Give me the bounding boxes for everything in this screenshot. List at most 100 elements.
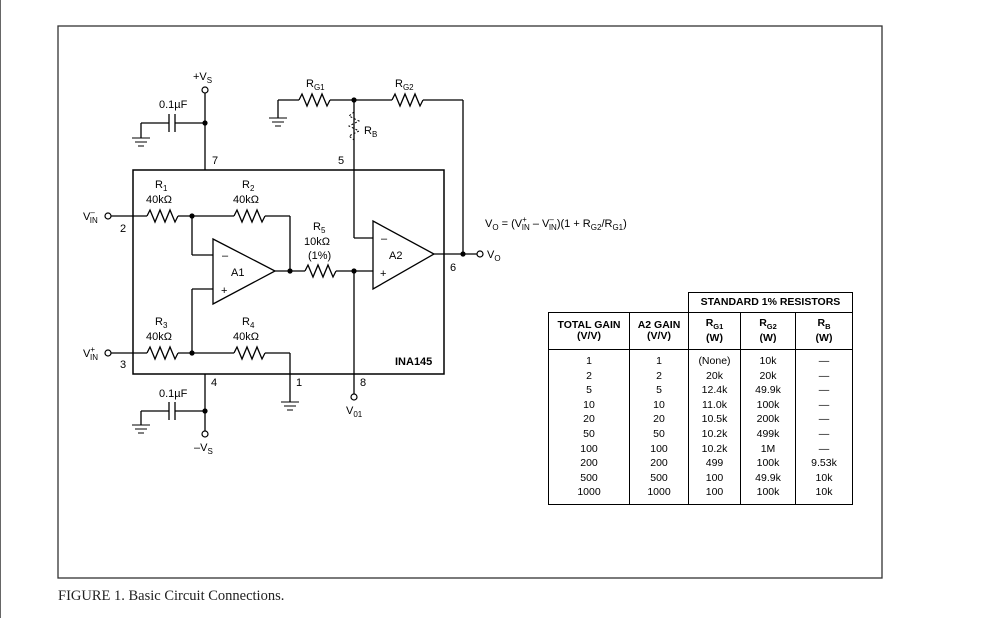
table-cell: 100k [740, 456, 796, 471]
svg-text:–: – [222, 250, 229, 262]
svg-text:VO: VO [487, 249, 501, 263]
opamp-a2: – + A2 [372, 219, 436, 291]
table-cell: 500 [548, 470, 630, 486]
table-cell: — [795, 412, 853, 427]
capacitor-bottom: 0.1µF [132, 388, 205, 434]
svg-text:R5: R5 [313, 221, 326, 235]
svg-text:A1: A1 [231, 267, 244, 279]
table-cell: 10k [740, 349, 796, 369]
ic-part-name: INA145 [395, 356, 432, 368]
table-cell: 1000 [629, 485, 689, 505]
table-cell: 1M [740, 441, 796, 457]
table-cell: 10 [629, 397, 689, 413]
svg-text:3: 3 [120, 359, 126, 371]
svg-text:8: 8 [360, 377, 366, 389]
svg-text:–VS: –VS [194, 442, 213, 456]
svg-text:V01: V01 [346, 405, 363, 419]
col-rb: RB(W) [795, 312, 853, 350]
svg-text:V+IN: V+IN [83, 345, 98, 362]
table-cell: 20k [740, 368, 796, 384]
svg-text:4: 4 [211, 377, 217, 389]
table-cell: — [795, 368, 853, 384]
table-cell: 2 [629, 368, 689, 384]
table-cell: — [795, 426, 853, 442]
svg-text:40kΩ: 40kΩ [146, 331, 172, 343]
opamp-a1: – + A1 [212, 237, 277, 306]
svg-text:1: 1 [296, 377, 302, 389]
svg-text:RG1: RG1 [306, 78, 325, 92]
table-cell: 20k [688, 368, 741, 384]
table-cell: 200 [629, 456, 689, 471]
resistor-r5: R5 10kΩ (1%) [304, 221, 337, 279]
table-cell: 11.0k [688, 397, 741, 413]
table-cell: — [795, 383, 853, 398]
table-group-header: STANDARD 1% RESISTORS [688, 292, 853, 313]
col-total-gain: TOTAL GAIN(V/V) [548, 312, 630, 350]
table-cell: 49.9k [740, 470, 796, 486]
svg-text:R3: R3 [155, 316, 168, 330]
output-vo1: 8 V01 [346, 377, 366, 419]
col-rg1: RG1(W) [688, 312, 741, 350]
table-cell: 10 [548, 397, 630, 413]
table-cell: 50 [548, 426, 630, 442]
output-vo: VO 6 [450, 249, 501, 274]
svg-text:0.1µF: 0.1µF [159, 388, 188, 400]
table-cell: 1 [548, 349, 630, 369]
table-cell: 1000 [548, 485, 630, 505]
pin-7: 7 [212, 155, 218, 167]
table-cell: 50 [629, 426, 689, 442]
table-cell: 10k [795, 470, 853, 486]
table-cell: 100 [688, 485, 741, 505]
resistor-table: STANDARD 1% RESISTORS TOTAL GAIN(V/V) A2… [548, 292, 853, 505]
table-cell: 100k [740, 485, 796, 505]
figure-frame [57, 25, 883, 579]
table-cell: 499k [740, 426, 796, 442]
table-cell: 500 [629, 470, 689, 486]
resistor-r3: R3 40kΩ [146, 316, 179, 361]
resistor-r1: R1 40kΩ [146, 179, 179, 224]
svg-text:RB: RB [364, 125, 377, 139]
supply-negative: –VS 4 [194, 374, 217, 456]
table-cell: 200k [740, 412, 796, 427]
svg-text:+VS: +VS [193, 71, 212, 85]
table-cell: 100 [688, 470, 741, 486]
svg-text:(1%): (1%) [308, 250, 331, 262]
svg-text:A2: A2 [389, 250, 402, 262]
svg-text:R2: R2 [242, 179, 255, 193]
table-cell: 49.9k [740, 383, 796, 398]
svg-text:+: + [221, 285, 227, 297]
svg-text:+: + [380, 268, 386, 280]
table-cell: 100 [548, 441, 630, 457]
table-cell: 100 [629, 441, 689, 457]
svg-text:40kΩ: 40kΩ [233, 331, 259, 343]
table-cell: 10.2k [688, 441, 741, 457]
table-cell: 5 [629, 383, 689, 398]
table-cell: 20 [548, 412, 630, 427]
table-cell: — [795, 441, 853, 457]
col-rg2: RG2(W) [740, 312, 796, 350]
capacitor-top: 0.1µF [132, 99, 205, 147]
table-cell: 12.4k [688, 383, 741, 398]
input-inverting: V–IN 2 [83, 208, 147, 235]
svg-text:R4: R4 [242, 316, 255, 330]
table-cell: 9.53k [795, 456, 853, 471]
table-cell: 10.5k [688, 412, 741, 427]
svg-text:10kΩ: 10kΩ [304, 236, 330, 248]
svg-text:40kΩ: 40kΩ [146, 194, 172, 206]
table-cell: 100k [740, 397, 796, 413]
output-formula: VO = (V+IN – V–IN)(1 + RG2/RG1) [485, 215, 627, 232]
input-noninverting: V+IN 3 [83, 345, 147, 371]
ic-body [132, 169, 445, 375]
ground-pin1: 1 [281, 377, 302, 411]
table-cell: 10.2k [688, 426, 741, 442]
svg-text:–: – [381, 233, 388, 245]
